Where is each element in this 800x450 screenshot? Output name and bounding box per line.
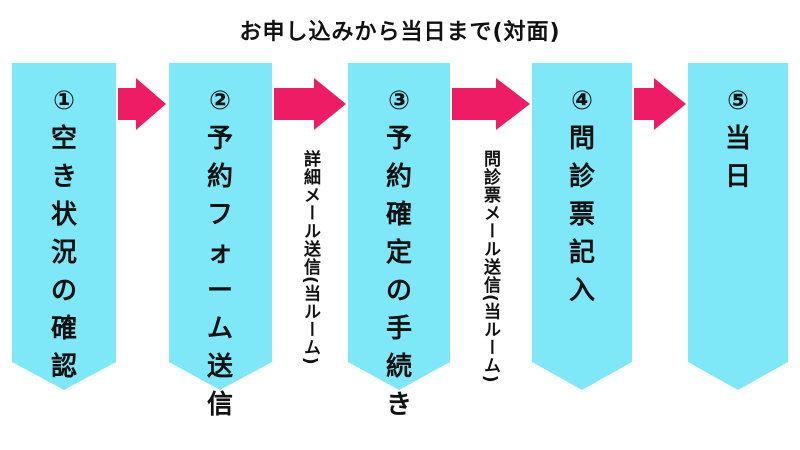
step-1-label: ① 空き状況の確認 <box>44 82 84 386</box>
arrow-4-5 <box>634 78 686 130</box>
step-5-number: ⑤ <box>726 86 749 116</box>
step-2-label: ② 予約フォーム送信 <box>200 82 240 424</box>
step-3-text-chars: 予約確定の手続き <box>385 124 412 420</box>
step-3-label: ③ 予約確定の手続き <box>379 82 419 424</box>
step-4-text-chars: 問診票記入 <box>568 124 595 306</box>
step-2-text: 予約フォーム送信 <box>200 120 240 424</box>
diagram-title: お申し込みから当日まで(対面) <box>239 20 561 45</box>
step-5-text: 当日 <box>718 120 758 196</box>
step-3-text: 予約確定の手続き <box>379 120 419 424</box>
step-4-number: ④ <box>570 86 593 116</box>
note-questionnaire-email: 問診票メール送信(当ルーム) <box>480 150 500 384</box>
step-4-box <box>532 63 632 390</box>
step-4-label: ④ 問診票記入 <box>562 82 602 310</box>
step-3-box <box>348 63 450 390</box>
step-1-text: 空き状況の確認 <box>44 120 84 386</box>
step-2-number: ② <box>208 86 231 116</box>
step-2-box <box>169 63 272 390</box>
step-2-text-chars: 予約フォーム送信 <box>206 124 233 420</box>
arrow-1-2 <box>118 78 166 130</box>
step-3-number: ③ <box>387 86 410 116</box>
arrow-2-3 <box>274 78 346 130</box>
arrow-3-4 <box>452 78 530 130</box>
note-detail-email: 詳細メール送信(当ルーム) <box>300 150 320 366</box>
step-4-text: 問診票記入 <box>562 120 602 310</box>
step-1-number: ① <box>52 86 75 116</box>
step-5-label: ⑤ 当日 <box>718 82 758 196</box>
step-5-text-chars: 当日 <box>724 124 751 192</box>
step-5-box <box>688 63 788 390</box>
step-1-box <box>12 63 116 390</box>
step-1-text-chars: 空き状況の確認 <box>50 124 77 382</box>
